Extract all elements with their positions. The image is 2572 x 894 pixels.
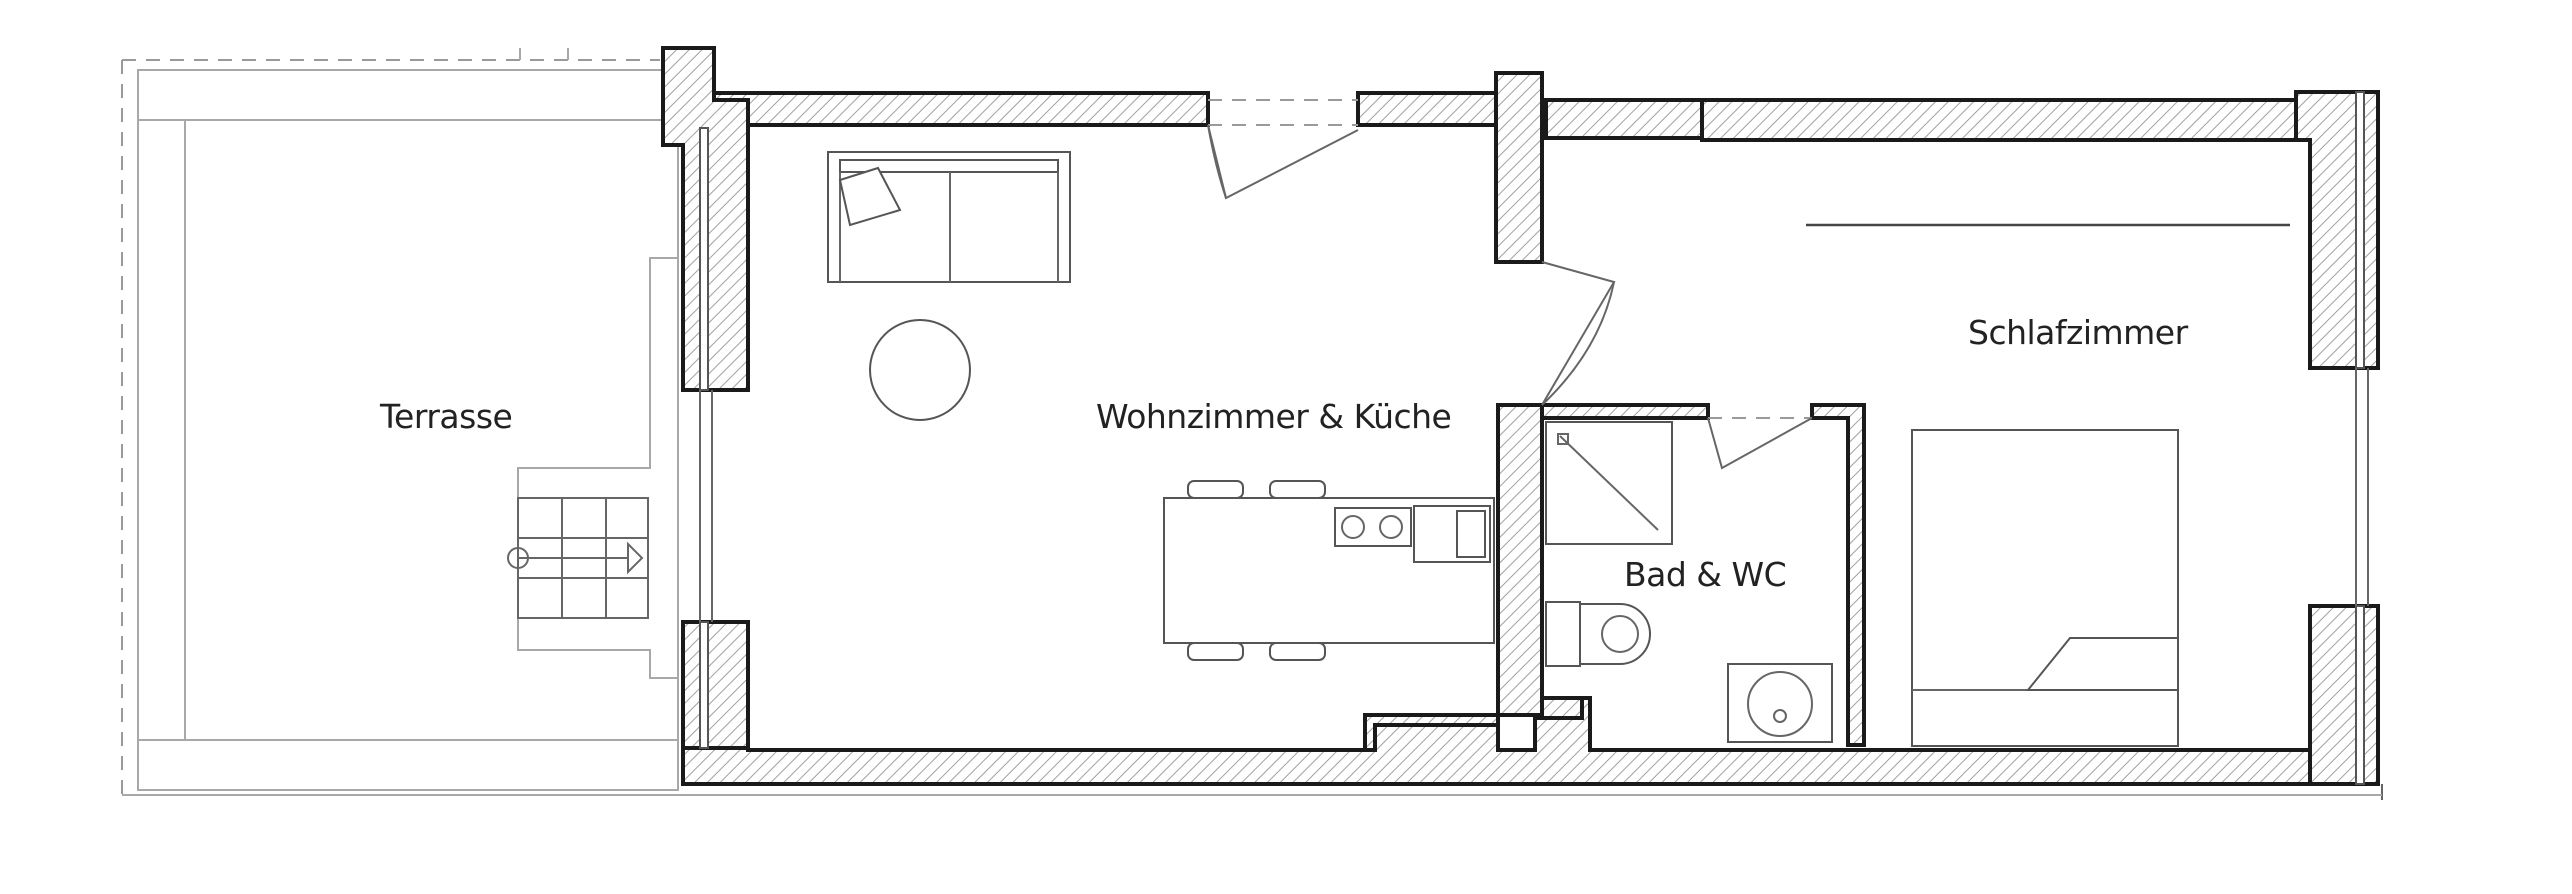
terrace-stairs <box>507 497 649 619</box>
bath-door <box>1707 417 1813 470</box>
room-label-bedroom: Schlafzimmer <box>1968 313 2189 352</box>
sofa <box>827 151 1071 283</box>
room-label-terrace: Terrasse <box>379 397 512 436</box>
room-label-living-kitchen: Wohnzimmer & Küche <box>1096 397 1451 436</box>
bedroom-door <box>1541 261 1616 406</box>
shower <box>1545 421 1673 545</box>
room-label-bath: Bad & WC <box>1624 555 1786 594</box>
window-frames <box>699 91 2383 800</box>
round-table <box>869 319 971 421</box>
sink <box>1727 663 1833 743</box>
kitchen-island <box>1163 480 1495 661</box>
entrance-door <box>1207 99 1359 200</box>
toilet <box>1545 601 1651 667</box>
bed <box>1911 429 2179 747</box>
